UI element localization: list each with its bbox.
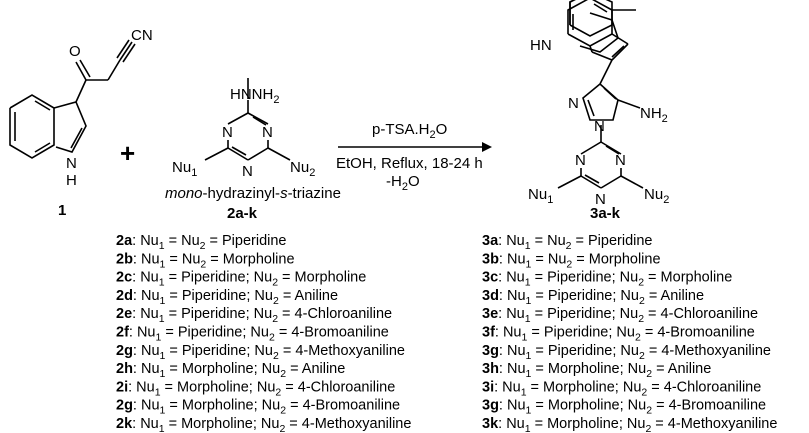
product-pyrazole-n1: N — [568, 95, 579, 112]
plus-sign: + — [120, 138, 135, 168]
compound-1-structure — [9, 39, 136, 159]
condition-line-1: p-TSA.H2O — [372, 121, 447, 141]
product-nu2-label: Nu2 — [644, 186, 669, 206]
triazine-n-right: N — [262, 124, 273, 141]
list2-entry-6: 2g: Nu1 = Piperidine; Nu2 = 4-Methoxyani… — [116, 343, 405, 362]
product-nu1-label: Nu1 — [528, 186, 553, 206]
list3-entry-6: 3g: Nu1 = Piperidine; Nu2 = 4-Methoxyani… — [482, 343, 771, 362]
list2-entry-2: 2c: Nu1 = Piperidine; Nu2 = Morpholine — [116, 270, 366, 289]
product-triazine-n-right: N — [615, 152, 626, 169]
list2-entry-0: 2a: Nu1 = Nu2 = Piperidine — [116, 233, 287, 252]
list3-entry-4: 3e: Nu1 = Piperidine; Nu2 = 4-Chloroanil… — [482, 306, 758, 325]
list2-entry-1: 2b: Nu1 = Nu2 = Morpholine — [116, 251, 295, 270]
list3-entry-7: 3h: Nu1 = Morpholine; Nu2 = Aniline — [482, 361, 711, 380]
list2-entry-8: 2i: Nu1 = Morpholine; Nu2 = 4-Chloroanil… — [116, 379, 395, 398]
list2-entry-10: 2k: Nu1 = Morpholine; Nu2 = 4-Methoxyani… — [116, 416, 411, 433]
hydrazinyl-label: HNNH2 — [230, 86, 279, 106]
list3-entry-0: 3a: Nu1 = Nu2 = Piperidine — [482, 233, 653, 252]
reagent-nu1-label: Nu1 — [172, 159, 197, 179]
list2-entry-3: 2d: Nu1 = Piperidine; Nu2 = Aniline — [116, 288, 338, 307]
list3-entry-3: 3d: Nu1 = Piperidine; Nu2 = Aniline — [482, 288, 704, 307]
reaction-arrowhead — [482, 142, 492, 152]
product-pyrazole-n2: N — [594, 118, 605, 135]
list2-entry-4: 2e: Nu1 = Piperidine; Nu2 = 4-Chloroanil… — [116, 306, 392, 325]
compound-1-o-label: O — [69, 43, 81, 60]
product-label: 3a-k — [590, 205, 621, 222]
list3-entry-5: 3f: Nu1 = Piperidine; Nu2 = 4-Bromoanili… — [482, 325, 755, 344]
compound-1-n-label: N — [66, 155, 77, 172]
compound-1-cn-label: CN — [131, 27, 153, 44]
product-triazine-n-bottom: N — [595, 191, 606, 208]
list2-entry-7: 2h: Nu1 = Morpholine; Nu2 = Aniline — [116, 361, 345, 380]
list3-entry-10: 3k: Nu1 = Morpholine; Nu2 = 4-Methoxyani… — [482, 416, 777, 433]
list2-entry-9: 2g: Nu1 = Morpholine; Nu2 = 4-Bromoanili… — [116, 398, 400, 417]
list3-entry-2: 3c: Nu1 = Piperidine; Nu2 = Morpholine — [482, 270, 732, 289]
product-triazine-n-left: N — [575, 152, 586, 169]
list2-entry-5: 2f: Nu1 = Piperidine; Nu2 = 4-Bromoanili… — [116, 325, 389, 344]
reagent-name: mono-hydrazinyl-s-triazine — [165, 185, 341, 202]
product-nh2-label: NH2 — [640, 105, 668, 125]
product-hn-label: HN — [530, 37, 552, 54]
compound-1-h-label: H — [66, 172, 77, 189]
list3-entry-8: 3i: Nu1 = Morpholine; Nu2 = 4-Chloroanil… — [482, 379, 761, 398]
reagent-label: 2a-k — [227, 205, 258, 222]
condition-line-3: -H2O — [386, 173, 420, 193]
product-structure — [557, 0, 644, 189]
list3-entry-1: 3b: Nu1 = Nu2 = Morpholine — [482, 251, 661, 270]
triazine-reagent-structure — [204, 78, 291, 161]
condition-line-2: EtOH, Reflux, 18-24 h — [336, 155, 483, 172]
reagent-nu2-label: Nu2 — [290, 159, 315, 179]
list3-entry-9: 3g: Nu1 = Morpholine; Nu2 = 4-Bromoanili… — [482, 398, 766, 417]
triazine-n-left: N — [222, 124, 233, 141]
triazine-n-bottom: N — [242, 163, 253, 180]
compound-1-label: 1 — [58, 202, 66, 219]
